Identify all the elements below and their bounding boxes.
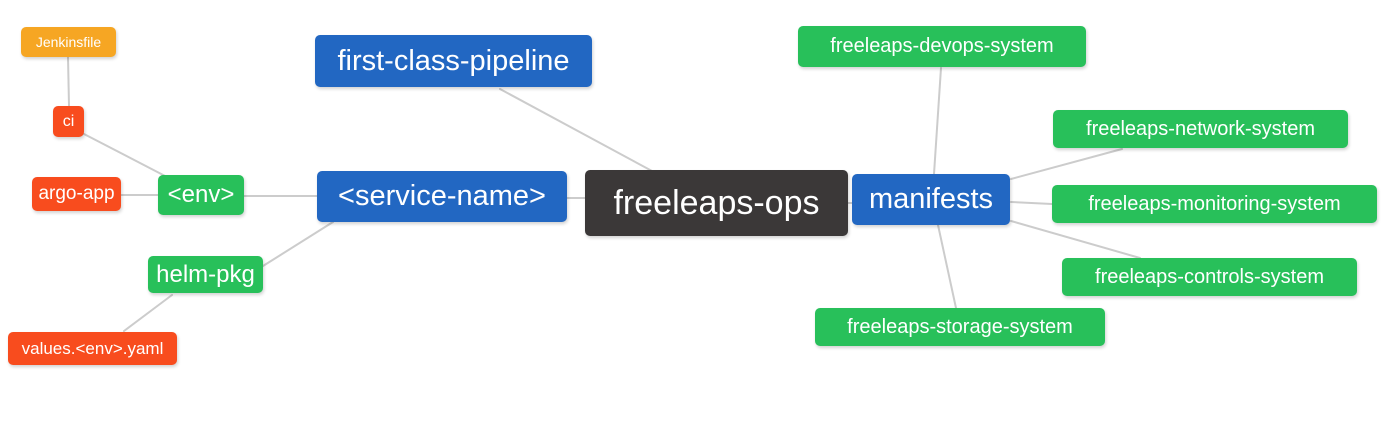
node-values-env-yaml[interactable]: values.<env>.yaml xyxy=(8,332,177,365)
edge-first-class-pipeline-ops xyxy=(499,88,653,172)
node-service-name[interactable]: <service-name> xyxy=(317,171,567,222)
edge-manifests-storage-system xyxy=(937,224,957,309)
edge-manifests-devops-system xyxy=(933,67,942,175)
node-helm-pkg[interactable]: helm-pkg xyxy=(148,256,263,293)
edge-manifests-network-system xyxy=(1010,148,1123,180)
node-first-class-pipeline[interactable]: first-class-pipeline xyxy=(315,35,592,87)
node-freeleaps-devops-system[interactable]: freeleaps-devops-system xyxy=(798,26,1086,67)
edge-ci-env xyxy=(83,133,168,178)
edge-manifests-controls-system xyxy=(1010,220,1141,259)
node-ci[interactable]: ci xyxy=(53,106,84,137)
node-freeleaps-controls-system[interactable]: freeleaps-controls-system xyxy=(1062,258,1357,296)
node-freeleaps-monitoring-system[interactable]: freeleaps-monitoring-system xyxy=(1052,185,1377,223)
edge-helm-pkg-service-name xyxy=(262,221,334,267)
node-freeleaps-network-system[interactable]: freeleaps-network-system xyxy=(1053,110,1348,148)
edge-values-helm-pkg xyxy=(123,294,173,332)
node-jenkinsfile[interactable]: Jenkinsfile xyxy=(21,27,116,57)
node-env[interactable]: <env> xyxy=(158,175,244,215)
node-manifests[interactable]: manifests xyxy=(852,174,1010,225)
node-freeleaps-storage-system[interactable]: freeleaps-storage-system xyxy=(815,308,1105,346)
edge-manifests-monitoring-system xyxy=(1010,201,1053,205)
edge-jenkinsfile-ci xyxy=(67,56,70,107)
node-argo-app[interactable]: argo-app xyxy=(32,177,121,211)
node-freeleaps-ops[interactable]: freeleaps-ops xyxy=(585,170,848,236)
